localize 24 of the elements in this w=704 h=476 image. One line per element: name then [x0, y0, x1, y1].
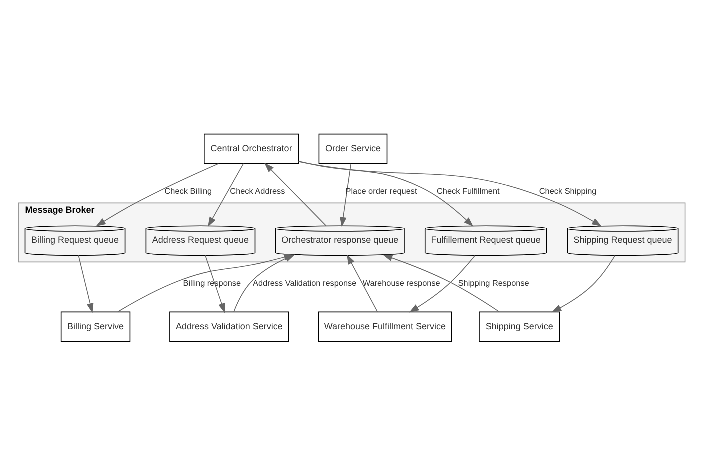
node-box: Order Service — [318, 134, 388, 164]
arrow — [264, 163, 327, 226]
edge-label: Check Fulfillment — [437, 187, 500, 196]
node-box: Address Validation Service — [170, 312, 290, 342]
edge-label: Check Shipping — [539, 187, 597, 196]
arrow — [409, 255, 476, 313]
arrow — [298, 161, 602, 227]
edge-label: Address Validation response — [253, 278, 357, 288]
node-box: Billing Servive — [60, 312, 131, 342]
edge-label: Warehouse response — [362, 278, 440, 288]
arrow — [208, 163, 244, 228]
arrow — [96, 163, 220, 227]
arrow — [346, 254, 378, 313]
arrow — [78, 255, 94, 314]
edge-label: Check Address — [230, 187, 286, 196]
node-box: Warehouse Fulfillment Service — [318, 312, 452, 342]
arrow — [382, 254, 500, 312]
edge-label: Check Billing — [164, 187, 212, 196]
node-box: Shipping Service — [479, 312, 560, 342]
edge-label: Shipping Response — [458, 278, 530, 288]
arrow — [340, 164, 352, 228]
arrow — [298, 161, 474, 227]
arrow — [552, 255, 616, 313]
node-box: Central Orchestrator — [204, 134, 300, 164]
